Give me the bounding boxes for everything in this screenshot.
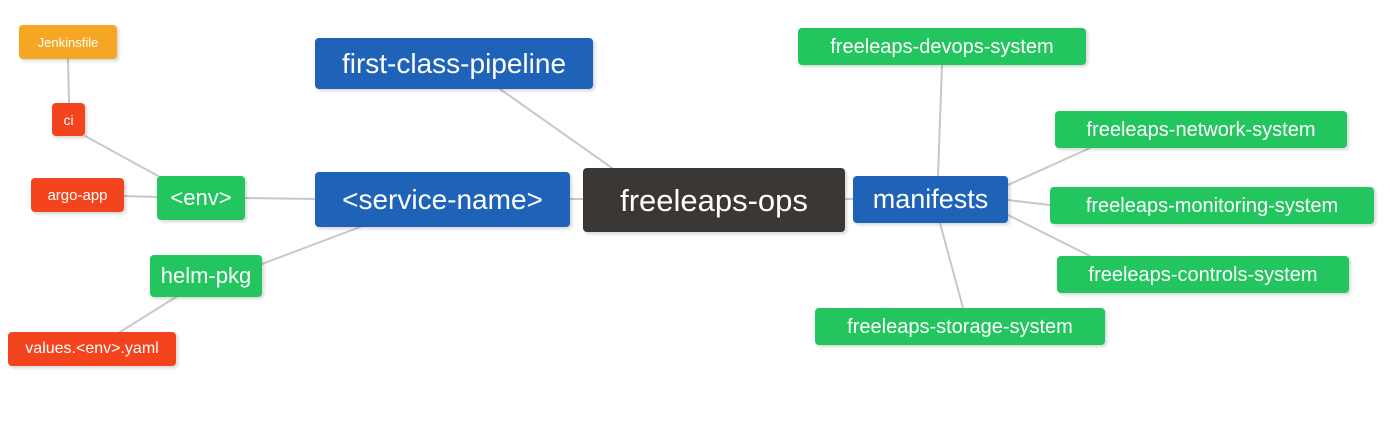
mindmap-node-env[interactable]: <env> <box>157 176 245 220</box>
mindmap-node-label: first-class-pipeline <box>341 47 567 79</box>
mindmap-node-label: manifests <box>872 184 989 214</box>
mindmap-node-manifests[interactable]: manifests <box>853 176 1008 223</box>
edge-manifests-storage <box>939 222 964 309</box>
mindmap-node-label: values.<env>.yaml <box>25 340 159 357</box>
edge-argo-app-env <box>123 195 158 198</box>
mindmap-node-label: freeleaps-monitoring-system <box>1085 194 1339 217</box>
mindmap-node-argo-app[interactable]: argo-app <box>31 178 124 212</box>
edge-helm-pkg-values <box>119 296 177 333</box>
mindmap-node-freeleaps-storage-system[interactable]: freeleaps-storage-system <box>815 308 1105 345</box>
edge-env-service-name <box>244 197 316 200</box>
mindmap-node-label: helm-pkg <box>160 263 252 288</box>
mindmap-node-first-class-pipeline[interactable]: first-class-pipeline <box>315 38 593 89</box>
mindmap-node-freeleaps-devops-system[interactable]: freeleaps-devops-system <box>798 28 1086 65</box>
mindmap-node-label: <env> <box>170 185 232 210</box>
mindmap-node-label: freeleaps-storage-system <box>847 315 1073 338</box>
mindmap-node-label: <service-name> <box>342 183 543 215</box>
mindmap-node-label: freeleaps-devops-system <box>830 35 1054 58</box>
mindmap-node-label: freeleaps-network-system <box>1086 118 1316 141</box>
edge-pipeline-ops <box>499 88 613 169</box>
mindmap-node-label: freeleaps-ops <box>620 182 808 218</box>
mindmap-node-freeleaps-network-system[interactable]: freeleaps-network-system <box>1055 111 1347 148</box>
mindmap-node-jenkinsfile[interactable]: Jenkinsfile <box>19 25 117 59</box>
mindmap-node-label: ci <box>63 111 74 128</box>
mindmap-node-label: freeleaps-controls-system <box>1088 263 1318 286</box>
edge-ci-env <box>84 135 161 178</box>
mindmap-node-service-name[interactable]: <service-name> <box>315 172 570 227</box>
mindmap-node-helm-pkg[interactable]: helm-pkg <box>150 255 262 297</box>
mindmap-node-freeleaps-ops[interactable]: freeleaps-ops <box>583 168 845 232</box>
edge-manifests-devops <box>937 64 943 177</box>
mindmap-node-freeleaps-controls-system[interactable]: freeleaps-controls-system <box>1057 256 1349 293</box>
edge-service-name-helm-pkg <box>261 226 361 265</box>
mindmap-node-freeleaps-monitoring-system[interactable]: freeleaps-monitoring-system <box>1050 187 1374 224</box>
edge-manifests-monitoring <box>1007 199 1051 206</box>
mindmap-node-label: argo-app <box>47 186 108 204</box>
edge-manifests-network <box>1007 147 1091 186</box>
mindmap-node-values-yaml[interactable]: values.<env>.yaml <box>8 332 176 366</box>
edge-jenkinsfile-ci <box>67 58 70 104</box>
mindmap-node-ci[interactable]: ci <box>52 103 85 136</box>
mindmap-node-label: Jenkinsfile <box>37 34 99 50</box>
